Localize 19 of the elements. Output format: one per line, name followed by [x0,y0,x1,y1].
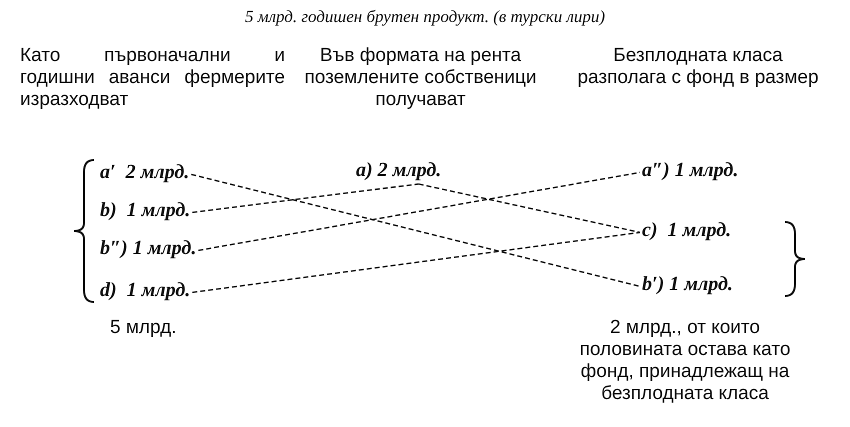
amount-text: b″) 1 млрд. [98,236,198,260]
dashed-line [192,183,419,214]
dashed-line [192,232,640,294]
note-text: 5 млрд. [110,317,178,339]
dashed-line [198,172,640,252]
amount-text: b) 1 млрд. [98,198,192,222]
column-heading: Като първоначални и годишни аванси фермерите изразходват [20,45,285,111]
column-heading: Безплодната класа разполага с фонд в размер [576,45,820,89]
note-text: 2 млрд., от които половината остава като фонд, принадлежащ на безплодната класа [578,317,792,405]
amount-text: a′ 2 млрд. [98,160,192,184]
amount-text: b′) 1 млрд. [640,272,735,296]
dashed-line [191,174,640,288]
dashed-line [418,183,640,234]
amount-text: a″) 1 млрд. [640,158,740,182]
amount-text: d) 1 млрд. [98,278,192,302]
amount-text: a) 2 млрд. [354,158,444,182]
amount-text: c) 1 млрд. [640,218,734,242]
title: 5 млрд. годишен брутен продукт. (в турски лири) [244,7,606,27]
column-heading: Във формата на рента поземлените собственици получават [303,45,538,111]
